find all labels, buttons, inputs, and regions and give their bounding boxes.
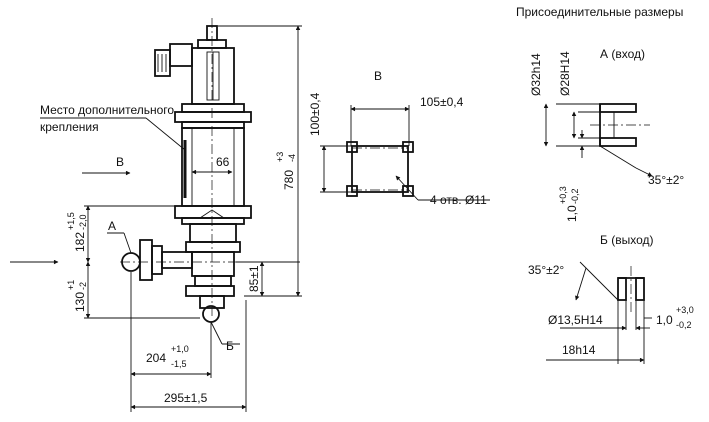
svg-text:130: 130	[73, 292, 87, 312]
svg-text:182: 182	[73, 232, 87, 252]
dim-182: 182 +1,5 -2,0	[66, 212, 88, 252]
svg-text:Ø28H14: Ø28H14	[558, 51, 572, 96]
dim-out-d13: Ø13,5H14	[548, 313, 603, 327]
svg-text:+1,0: +1,0	[171, 344, 189, 354]
svg-text:100±0,4: 100±0,4	[308, 92, 322, 136]
svg-text:+0,3: +0,3	[558, 186, 568, 204]
point-b-label: Б	[226, 339, 234, 353]
svg-text:+3: +3	[275, 152, 285, 162]
svg-text:-2,0: -2,0	[78, 214, 88, 230]
point-a-label: А	[108, 219, 116, 233]
dim-out-thk: 1,0 +3,0 -0,2	[656, 305, 694, 330]
out-angle: 35°±2°	[528, 263, 564, 277]
dim-130: 130 +1 -2	[66, 280, 88, 312]
svg-text:-0,2: -0,2	[570, 188, 580, 204]
svg-text:-2: -2	[78, 282, 88, 290]
holes-label: 4 отв. Ø11	[430, 193, 487, 207]
outlet-detail	[546, 261, 652, 364]
view-b-arrow-label: В	[116, 155, 124, 169]
outlet-title: Б (выход)	[600, 233, 653, 247]
svg-text:780: 780	[282, 170, 296, 190]
header-title: Присоединительные размеры	[516, 5, 683, 19]
view-b	[320, 105, 490, 201]
dim-295: 295±1,5	[164, 391, 208, 405]
svg-text:Ø32h14: Ø32h14	[529, 53, 543, 96]
svg-text:1,0: 1,0	[565, 205, 579, 222]
extra-mount-label-1: Место дополнительного	[40, 103, 174, 117]
extra-mount-label-2: крепления	[40, 120, 99, 134]
svg-text:-0,2: -0,2	[676, 320, 692, 330]
dim-in-d32: Ø32h14	[529, 53, 543, 96]
dim-66: 66	[216, 155, 230, 169]
dim-780: 780 +3 -4	[275, 152, 297, 190]
svg-text:-1,5: -1,5	[171, 359, 187, 369]
main-view	[10, 18, 302, 412]
svg-text:+1,5: +1,5	[66, 212, 76, 230]
dim-in-thk: 1,0 +0,3 -0,2	[558, 186, 580, 222]
inlet-title: А (вход)	[600, 47, 645, 61]
svg-text:204: 204	[146, 351, 166, 365]
svg-text:1,0: 1,0	[656, 313, 673, 327]
dim-100: 100±0,4	[308, 92, 322, 136]
dim-in-d28: Ø28H14	[558, 51, 572, 96]
svg-text:+1: +1	[66, 280, 76, 290]
dim-out-len: 18h14	[562, 343, 596, 357]
dim-204: 204 +1,0 -1,5	[146, 344, 189, 369]
inlet-detail	[543, 103, 653, 177]
view-b-title: В	[374, 69, 382, 83]
svg-text:85±1: 85±1	[247, 265, 261, 292]
dim-105: 105±0,4	[420, 95, 464, 109]
svg-text:-4: -4	[287, 154, 297, 162]
in-angle: 35°±2°	[648, 173, 684, 187]
svg-text:+3,0: +3,0	[676, 305, 694, 315]
dim-85: 85±1	[247, 265, 261, 292]
